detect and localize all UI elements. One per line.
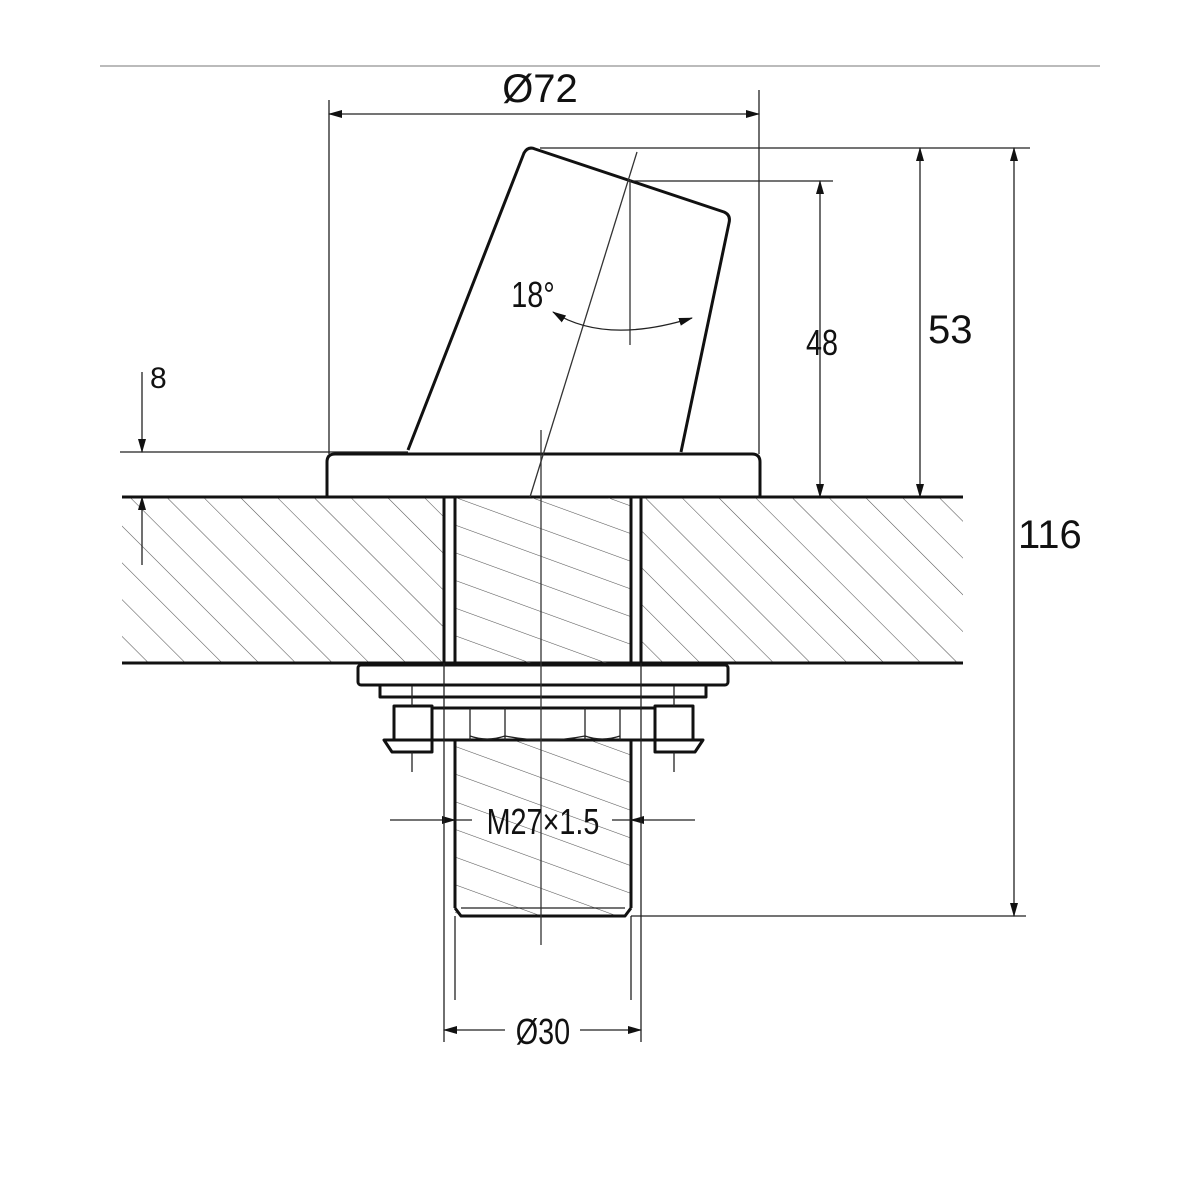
- dimension-overall-length: 116: [631, 147, 1082, 917]
- threaded-shaft: [453, 497, 633, 918]
- dimension-total-height-above: 53: [540, 147, 1030, 498]
- base-flange: [325, 452, 762, 497]
- dimension-flange-diameter: Ø72: [328, 67, 760, 454]
- label-angle: 18°: [511, 274, 555, 315]
- label-overall-length: 116: [1018, 513, 1082, 557]
- dimension-angle: 18°: [511, 274, 693, 331]
- label-body-height: 48: [806, 322, 838, 363]
- mounting-plate: [122, 495, 963, 665]
- label-flange-diameter: Ø72: [502, 67, 578, 111]
- washer-and-nut: [356, 663, 730, 772]
- label-thickness: 8: [150, 362, 167, 395]
- dimension-hole-diameter: Ø30: [443, 663, 642, 1052]
- dimension-thickness: 8: [120, 362, 408, 565]
- dimension-body-height: 48: [632, 180, 838, 498]
- dimension-thread: M27×1.5: [390, 801, 695, 1000]
- label-total-height-above: 53: [928, 308, 973, 352]
- label-thread: M27×1.5: [487, 801, 600, 842]
- angled-body: [406, 146, 731, 453]
- label-hole-diameter: Ø30: [516, 1011, 570, 1052]
